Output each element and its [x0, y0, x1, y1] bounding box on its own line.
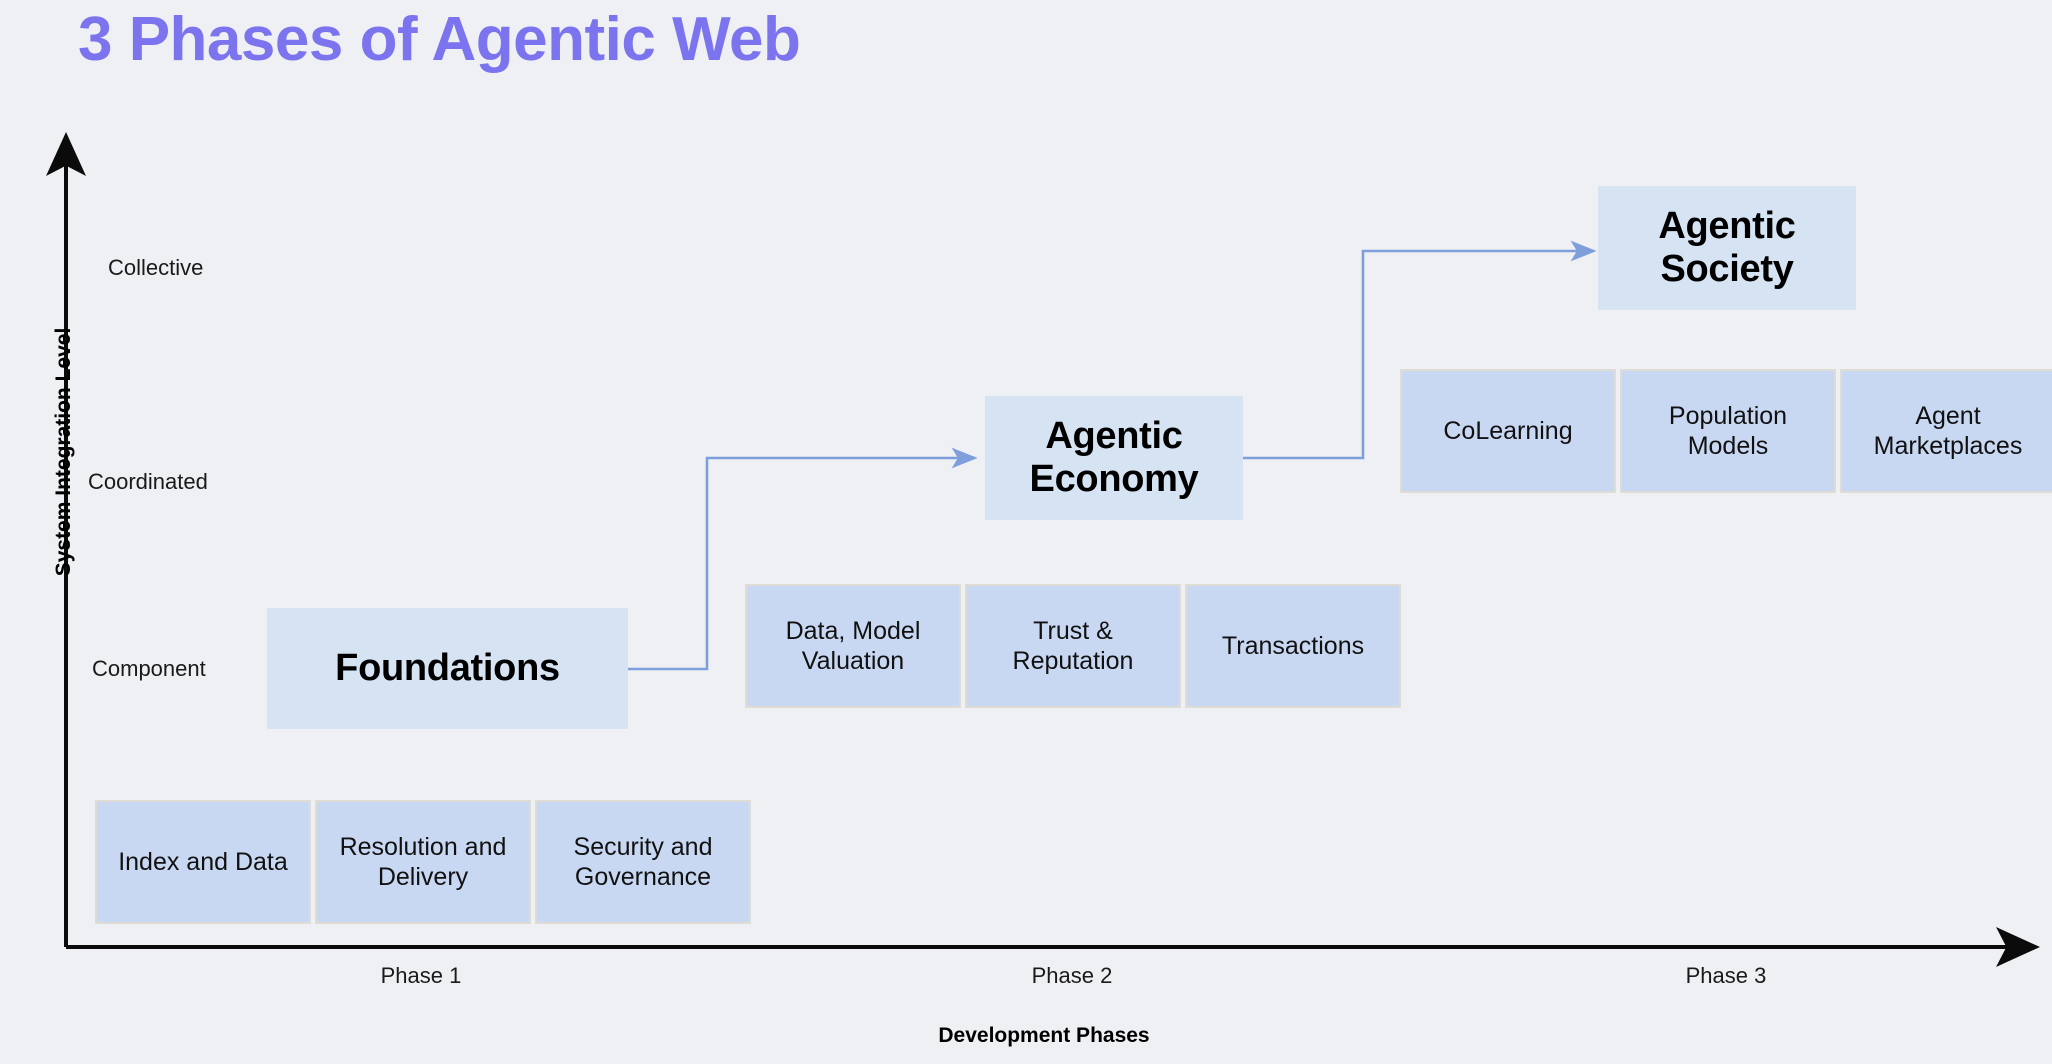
component-box-trust-and-reputation[interactable]: Trust & Reputation — [965, 584, 1181, 708]
y-tick-component: Component — [92, 656, 206, 681]
component-box-index-and-data[interactable]: Index and Data — [95, 800, 311, 924]
x-axis-title-text: Development Phases — [938, 1024, 1150, 1047]
x-tick-phase-3: Phase 3 — [1685, 963, 1767, 988]
milestone-agentic-economy-line1: Agentic — [1045, 415, 1183, 458]
component-box-data-model-valuation[interactable]: Data, Model Valuation — [745, 584, 961, 708]
y-tick-collective: Collective — [108, 255, 204, 280]
milestone-agentic-society[interactable]: Agentic Society — [1598, 186, 1856, 310]
component-box-security-and-governance[interactable]: Security and Governance — [535, 800, 751, 924]
component-box-resolution-and-delivery[interactable]: Resolution and Delivery — [315, 800, 531, 924]
y-tick-coordinated: Coordinated — [88, 469, 208, 494]
milestone-agentic-economy-line2: Economy — [1029, 458, 1199, 500]
component-box-label: Transactions — [1221, 631, 1365, 660]
x-tick-phase-2: Phase 2 — [1031, 963, 1113, 988]
component-box-label: CoLearning — [1443, 416, 1573, 445]
component-box-transactions[interactable]: Transactions — [1185, 584, 1401, 708]
component-box-agent-marketplaces[interactable]: Agent Marketplaces — [1840, 369, 2052, 493]
milestone-agentic-society-line1: Agentic — [1658, 205, 1796, 248]
phase-2-component-row: Data, Model Valuation Trust & Reputation… — [745, 584, 1401, 708]
milestone-foundations-label: Foundations — [335, 647, 560, 690]
phase-1-component-row: Index and Data Resolution and Delivery S… — [95, 800, 751, 924]
component-box-label: Agent Marketplaces — [1873, 401, 2023, 461]
component-box-label: Trust & Reputation — [1012, 616, 1134, 676]
component-box-label: Index and Data — [118, 847, 288, 876]
milestone-agentic-economy[interactable]: Agentic Economy — [985, 396, 1243, 520]
milestone-foundations[interactable]: Foundations — [267, 608, 628, 729]
milestone-agentic-society-line2: Society — [1660, 248, 1794, 290]
x-tick-phase-1: Phase 1 — [380, 963, 462, 988]
component-box-label: Population Models — [1668, 401, 1788, 461]
phase-3-component-row: CoLearning Population Models Agent Marke… — [1400, 369, 2052, 493]
component-box-population-models[interactable]: Population Models — [1620, 369, 1836, 493]
x-axis-title: Development Phases — [0, 1024, 2052, 1048]
component-box-label: Security and Governance — [573, 832, 713, 892]
component-box-colearning[interactable]: CoLearning — [1400, 369, 1616, 493]
page-title: 3 Phases of Agentic Web — [78, 5, 801, 74]
y-axis-title: System Integration Level — [52, 327, 75, 577]
component-box-label: Resolution and Delivery — [339, 832, 507, 892]
component-box-label: Data, Model Valuation — [785, 616, 921, 676]
